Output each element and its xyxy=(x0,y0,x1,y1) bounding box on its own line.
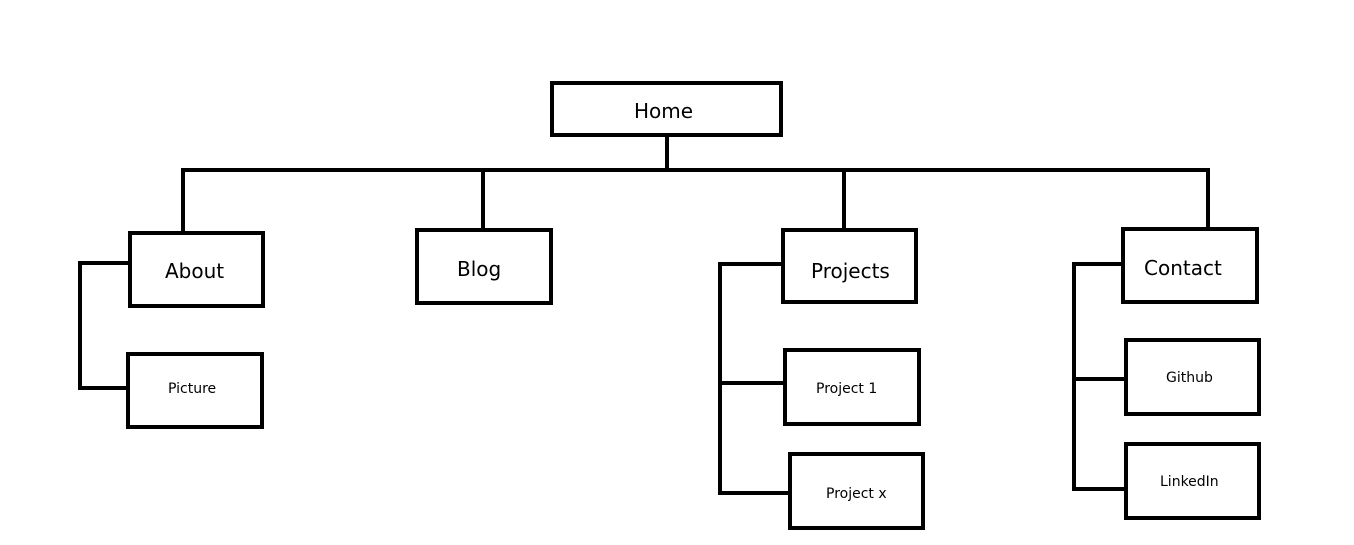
node-project-x-label: Project x xyxy=(826,486,887,502)
node-about: About xyxy=(128,231,265,308)
node-projects-label: Projects xyxy=(811,259,890,283)
node-picture-label: Picture xyxy=(168,381,217,397)
node-contact-label: Contact xyxy=(1144,256,1222,280)
node-blog: Blog xyxy=(415,228,553,305)
node-contact: Contact xyxy=(1121,227,1259,304)
node-about-label: About xyxy=(165,259,225,283)
node-linkedin: LinkedIn xyxy=(1124,442,1261,520)
node-project-x: Project x xyxy=(788,452,925,530)
node-project-1-label: Project 1 xyxy=(816,381,878,397)
node-github-label: Github xyxy=(1166,370,1213,386)
node-project-1: Project 1 xyxy=(783,348,921,426)
node-picture: Picture xyxy=(126,352,264,429)
node-linkedin-label: LinkedIn xyxy=(1160,474,1219,490)
node-home-label: Home xyxy=(634,99,694,123)
node-blog-label: Blog xyxy=(457,257,502,281)
node-github: Github xyxy=(1124,338,1261,416)
node-home: Home xyxy=(550,81,783,137)
node-projects: Projects xyxy=(781,228,918,304)
